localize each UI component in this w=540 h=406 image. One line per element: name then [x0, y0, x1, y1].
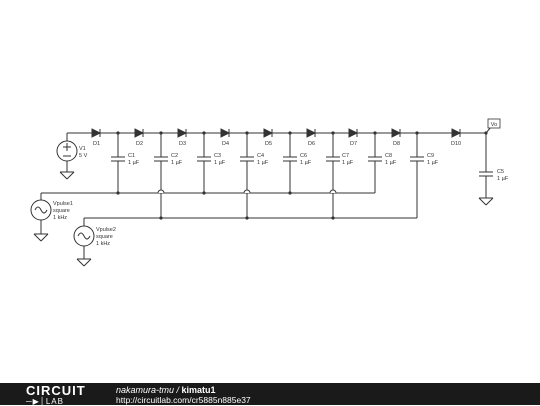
c9-name: C9	[427, 153, 434, 159]
diode-d10[interactable]	[451, 128, 462, 138]
c9-value: 1 µF	[427, 160, 439, 166]
c6-value: 1 µF	[300, 160, 312, 166]
vpulse2-freq: 1 kHz	[96, 241, 110, 247]
c4-name: C4	[257, 153, 264, 159]
diode-d2[interactable]	[134, 128, 145, 138]
c7-name: C7	[342, 153, 349, 159]
schematic-svg: Vo D1 D2 D3 D4 D5 D6 D7 D8 D10 C1 1 µF C…	[30, 118, 509, 267]
circuit-title[interactable]: kimatu1	[181, 385, 216, 395]
circuit-url[interactable]: http://circuitlab.com/cr5885n885e37	[116, 395, 251, 405]
logo-top-text: CIRCUIT	[26, 383, 86, 398]
schematic-canvas: Vo D1 D2 D3 D4 D5 D6 D7 D8 D10 C1 1 µF C…	[30, 118, 509, 267]
vpulse1-source[interactable]	[30, 199, 52, 242]
v1-name: V1	[79, 146, 86, 152]
d10-label: D10	[451, 141, 461, 147]
diode-d7[interactable]	[348, 128, 359, 138]
c7-value: 1 µF	[342, 160, 354, 166]
d4-label: D4	[222, 141, 229, 147]
output-node-label[interactable]	[487, 118, 501, 129]
c8-name: C8	[385, 153, 392, 159]
c6-name: C6	[300, 153, 307, 159]
d3-label: D3	[179, 141, 186, 147]
c5-value: 1 µF	[497, 176, 509, 182]
c1-value: 1 µF	[128, 160, 140, 166]
logo-lab-text: LAB	[45, 397, 64, 406]
d6-label: D6	[308, 141, 315, 147]
vpulse2-source[interactable]	[73, 225, 95, 267]
c2-name: C2	[171, 153, 178, 159]
title-separator: /	[174, 385, 182, 395]
d8-label: D8	[393, 141, 400, 147]
diode-d4[interactable]	[220, 128, 231, 138]
c5-name: C5	[497, 169, 504, 175]
c3-value: 1 µF	[214, 160, 226, 166]
vo-label: Vo	[491, 122, 497, 128]
c2-value: 1 µF	[171, 160, 183, 166]
diode-d6[interactable]	[306, 128, 317, 138]
v1-value: 5 V	[79, 153, 88, 159]
vpulse2-type: square	[96, 234, 113, 240]
logo-bottom-text: ─▶│LAB	[26, 397, 64, 406]
d5-label: D5	[265, 141, 272, 147]
vpulse1-freq: 1 kHz	[53, 215, 67, 221]
d7-label: D7	[350, 141, 357, 147]
author-name[interactable]: nakamura-tmu	[116, 385, 175, 395]
c4-value: 1 µF	[257, 160, 269, 166]
v1-source[interactable]	[56, 133, 78, 180]
circuitlab-logo[interactable]: CIRCUIT ─▶│LAB	[26, 383, 86, 406]
d2-label: D2	[136, 141, 143, 147]
c3-name: C3	[214, 153, 221, 159]
author-title-line: nakamura-tmu / kimatu1	[116, 385, 216, 395]
c8-value: 1 µF	[385, 160, 397, 166]
diode-d5[interactable]	[263, 128, 274, 138]
diode-d8[interactable]	[391, 128, 402, 138]
vpulse2-name: Vpulse2	[96, 227, 116, 233]
diode-d3[interactable]	[177, 128, 188, 138]
vpulse1-name: Vpulse1	[53, 201, 73, 207]
d1-label: D1	[93, 141, 100, 147]
footer-bar: CIRCUIT ─▶│LAB nakamura-tmu / kimatu1 ht…	[0, 383, 540, 406]
diode-d1[interactable]	[91, 128, 102, 138]
vpulse1-type: square	[53, 208, 70, 214]
c1-name: C1	[128, 153, 135, 159]
